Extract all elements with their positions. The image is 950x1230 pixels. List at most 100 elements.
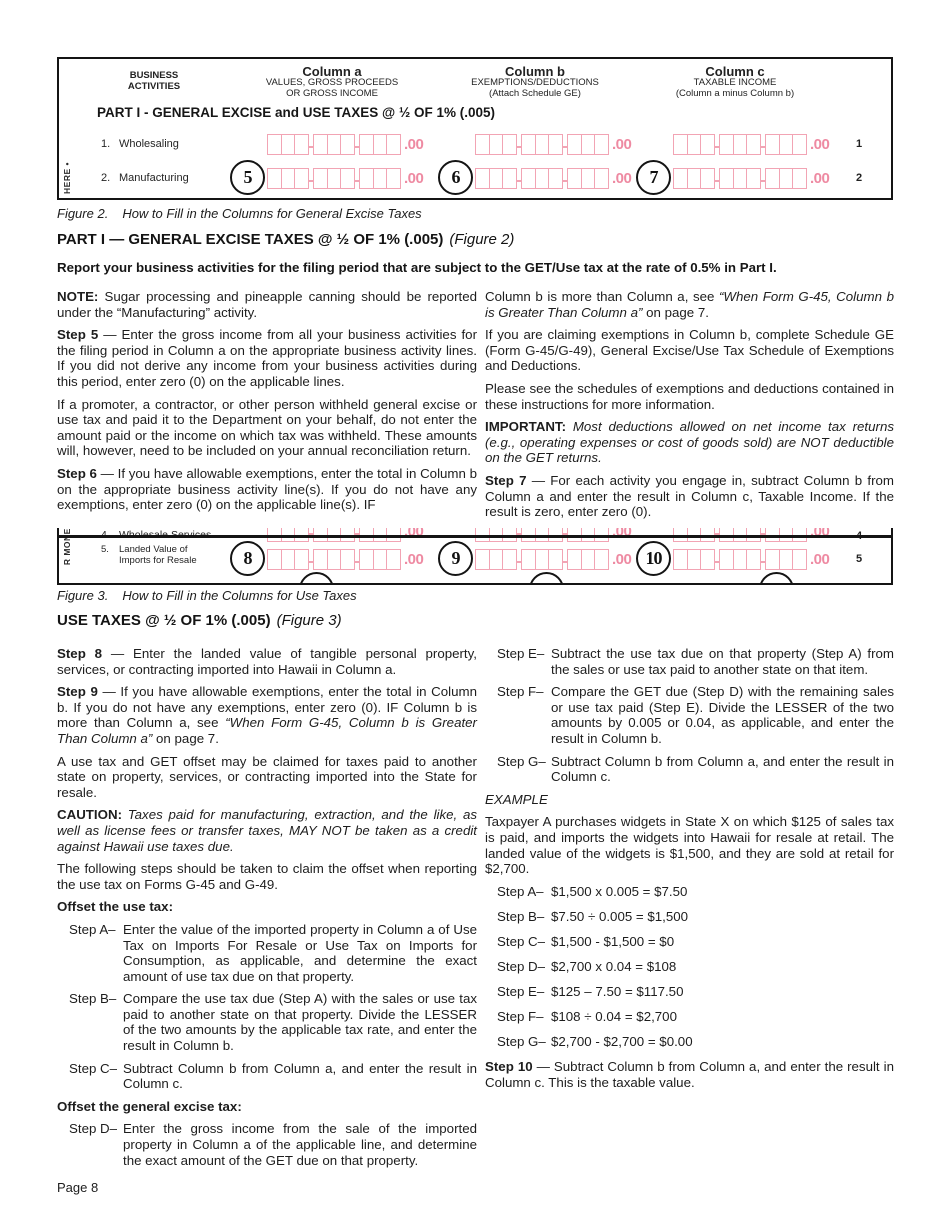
digit-boxes	[267, 548, 401, 570]
figure2-caption-text: How to Fill in the Columns for General E…	[122, 206, 422, 221]
digit-box	[548, 133, 563, 155]
digit-box	[594, 528, 609, 542]
digit-boxes	[673, 167, 807, 189]
digit-box	[548, 548, 563, 570]
digit-box-group	[761, 548, 807, 570]
schedules-paragraph: Please see the schedules of exemptions a…	[485, 380, 894, 412]
following-steps-paragraph: The following steps should be taken to c…	[57, 861, 477, 892]
digit-box-group	[355, 528, 401, 542]
digit-box-group	[673, 167, 715, 189]
column-c-entry: 7 .00	[636, 160, 830, 195]
badge-slot: 9	[438, 541, 475, 576]
digit-box-group	[563, 528, 609, 542]
cents-label: .00	[612, 135, 632, 153]
digit-box	[502, 133, 517, 155]
section2-right-column: Step E– Subtract the use tax due on that…	[485, 646, 894, 1175]
digit-box	[700, 167, 715, 189]
header-business-line1: BUSINESS	[129, 70, 179, 81]
step-5-paragraph: Step 5 — Enter the gross income from all…	[57, 327, 477, 389]
figure2-caption-label: Figure 2.	[57, 206, 109, 221]
digit-box	[700, 528, 715, 542]
digit-box	[746, 133, 761, 155]
badge-slot: 10	[636, 541, 673, 576]
cents-label: .00	[612, 169, 632, 187]
circled-step-8: 8	[230, 541, 265, 576]
calc-step-e-label: Step E–	[497, 984, 545, 1000]
digit-box-group	[673, 528, 715, 542]
figure2-caption: Figure 2. How to Fill in the Columns for …	[57, 206, 422, 221]
digit-box	[594, 167, 609, 189]
digit-box	[792, 167, 807, 189]
digit-box-group	[267, 133, 309, 155]
substep-c: Step C– Subtract Column b from Column a,…	[69, 1061, 477, 1092]
circled-step-5: 5	[230, 160, 265, 195]
cents-label: .00	[810, 135, 830, 153]
step-7-paragraph: Step 7 — For each activity you engage in…	[485, 472, 894, 520]
badge-slot	[443, 129, 475, 159]
digit-boxes	[267, 133, 401, 155]
digit-box	[700, 133, 715, 155]
digit-boxes	[475, 167, 609, 189]
cents-label: .00	[612, 550, 632, 568]
cents-label: .00	[404, 528, 424, 540]
digit-box-group	[673, 548, 715, 570]
offset-get-heading: Offset the general excise tax:	[57, 1098, 242, 1114]
row-label: 1.Wholesaling	[101, 138, 179, 150]
calc-step-a-label: Step A–	[497, 883, 544, 899]
row-number: 2.	[101, 172, 111, 184]
substep-e-label: Step E–	[497, 646, 545, 661]
section2-columns: Step 8 — Enter the landed value of tangi…	[57, 646, 894, 1175]
figure2-header-column-a: Column a VALUES, GROSS PROCEEDS OR GROSS…	[217, 65, 447, 99]
calc-step-g-label: Step G–	[497, 1034, 546, 1050]
badge-slot	[235, 129, 267, 159]
digit-box-group	[309, 548, 355, 570]
column-b-sub2: (Attach Schedule GE)	[489, 87, 581, 99]
calc-step-d-text: $2,700 x 0.04 = $108	[551, 959, 677, 974]
section1-columns: NOTE: Sugar processing and pineapple can…	[57, 289, 894, 527]
badge-slot	[641, 129, 673, 159]
digit-box-group	[761, 133, 807, 155]
step-9-paragraph: Step 9 — If you have allowable exemption…	[57, 684, 477, 746]
calc-step-e-text: $125 – 7.50 = $117.50	[551, 984, 684, 1000]
substep-b: Step B– Compare the use tax due (Step A)…	[69, 991, 477, 1053]
circled-step-10: 10	[636, 541, 671, 576]
digit-box-group	[355, 133, 401, 155]
column-a-entry: 5 .00	[230, 160, 424, 195]
digit-box	[294, 167, 309, 189]
digit-box-group	[673, 133, 715, 155]
substep-g-text: Subtract Column b from Column a, and ent…	[551, 753, 894, 785]
digit-box	[594, 133, 609, 155]
column-b-entry: 9 .00	[438, 541, 632, 576]
digit-box-group	[517, 167, 563, 189]
digit-box	[746, 528, 761, 542]
digit-box-group	[761, 528, 807, 542]
column-c-entry: 10 .00	[636, 541, 830, 576]
substep-b-text: Compare the use tax due (Step A) with th…	[123, 991, 477, 1054]
column-c-entry: .00	[641, 528, 830, 546]
digit-box	[548, 167, 563, 189]
column-c-sub1: TAXABLE INCOME	[693, 77, 777, 88]
digit-box-group	[309, 133, 355, 155]
column-c-entry: .00	[641, 129, 830, 159]
use-taxes-heading: USE TAXES @ ½ OF 1% (.005)(Figure 3)	[57, 612, 342, 629]
digit-box	[502, 528, 517, 542]
column-b-entry: .00	[443, 129, 632, 159]
column-c-sub2: (Column a minus Column b)	[675, 87, 795, 99]
substep-e-text: Subtract the use tax due on that propert…	[551, 646, 894, 677]
substep-c-text: Subtract Column b from Column a, and ent…	[123, 1060, 477, 1092]
column-a-entry: .00	[235, 129, 424, 159]
digit-boxes	[673, 133, 807, 155]
badge-slot: 7	[636, 160, 673, 195]
digit-box-group	[267, 548, 309, 570]
calc-step-c-text: $1,500 - $1,500 = $0	[551, 933, 675, 949]
digit-box	[386, 528, 401, 542]
digit-box-group	[715, 133, 761, 155]
form-row-wholesale-services: 4.Wholesale Services .00 .00 .00 4	[59, 528, 891, 546]
digit-box-group	[475, 133, 517, 155]
row-number: 1.	[101, 138, 111, 150]
digit-box	[792, 528, 807, 542]
column-c-title: Column c	[705, 64, 765, 79]
note-paragraph: NOTE: Sugar processing and pineapple can…	[57, 289, 477, 320]
